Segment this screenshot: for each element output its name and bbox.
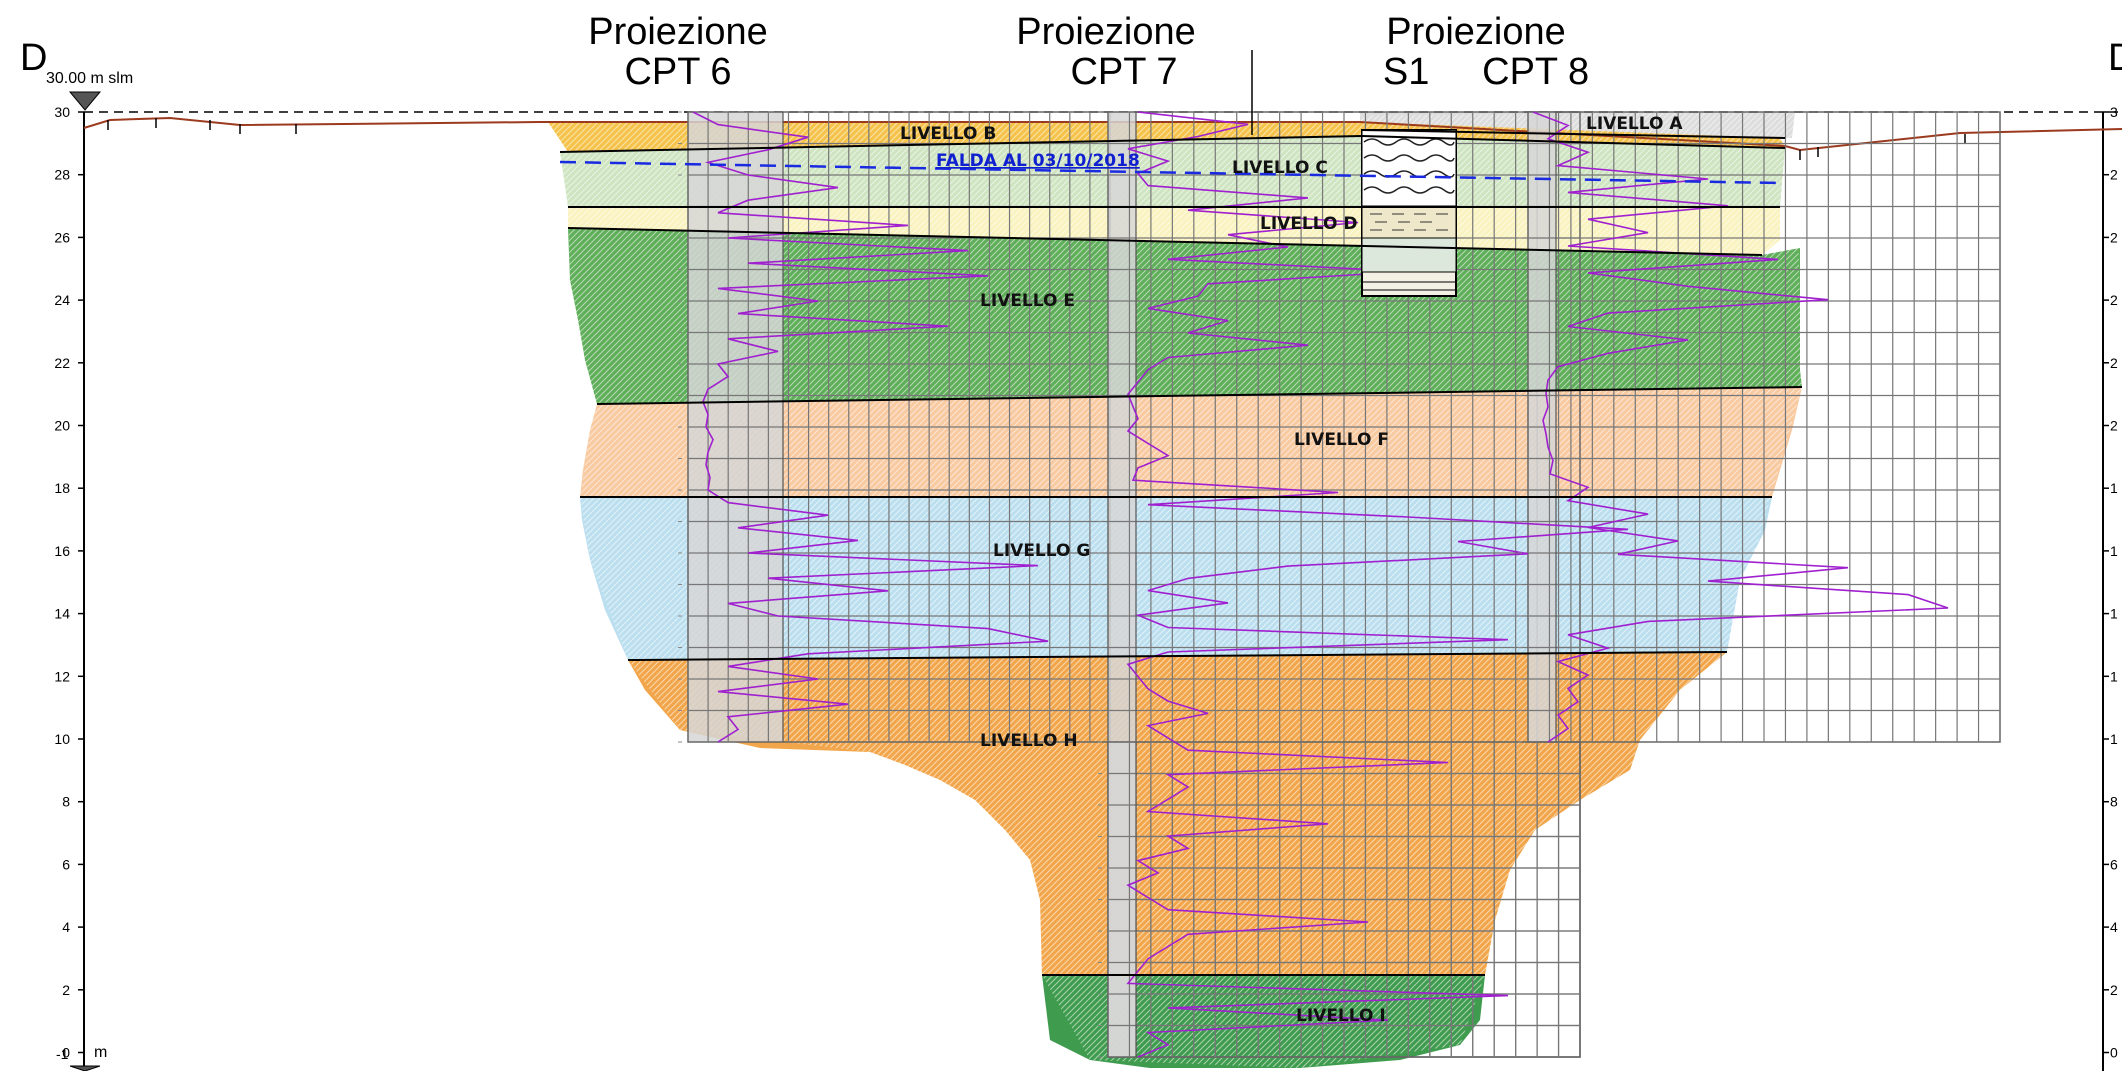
- datum-marker-icon: [68, 91, 102, 111]
- label-livello-g: LIVELLO G: [993, 541, 1090, 561]
- water-table-label: FALDA AL 03/10/2018: [936, 151, 1140, 171]
- projection-cpt6-line2: CPT 6: [624, 51, 731, 93]
- projection-cpt6-line1: Proiezione: [588, 11, 768, 53]
- projection-s1-cpt8-line1: Proiezione: [1386, 11, 1566, 53]
- hatch-overlay: [548, 112, 1802, 1068]
- left-axis-tick-label: 20: [54, 418, 70, 434]
- label-livello-e: LIVELLO E: [980, 291, 1075, 311]
- section-label-left: D: [20, 37, 47, 79]
- left-axis-tick-label: 0: [62, 1045, 70, 1061]
- left-axis-tick-label: 30: [54, 104, 70, 120]
- cpt7-lower-grid: [1107, 741, 1581, 1058]
- label-livello-i: LIVELLO I: [1296, 1006, 1386, 1026]
- ground-ticks: [107, 118, 1966, 160]
- right-axis-tick-label: 1: [2110, 480, 2118, 496]
- left-axis-tick-label: 18: [54, 480, 70, 496]
- right-axis-tick-label: 2: [2110, 292, 2118, 308]
- label-livello-a: LIVELLO A: [1586, 114, 1683, 134]
- left-axis-tick-label: 2: [62, 982, 70, 998]
- right-axis-tick-label: 2: [2110, 418, 2118, 434]
- right-axis-tick-label: 2: [2110, 355, 2118, 371]
- right-axis-tick-label: 2: [2110, 229, 2118, 245]
- left-axis-tick-label: 26: [54, 229, 70, 245]
- right-axis-tick-label: 6: [2110, 856, 2118, 872]
- bottom-axis-label: -1: [56, 1046, 69, 1062]
- ground-profile: [83, 116, 2122, 152]
- bottom-marker-icon: [69, 1065, 101, 1071]
- cpt6-grid: [687, 111, 1111, 743]
- right-axis-tick-label: 2: [2110, 167, 2118, 183]
- layer-boundaries: [559, 129, 1803, 976]
- left-axis-tick-label: 12: [54, 668, 70, 684]
- left-axis-tick-label: 14: [54, 606, 70, 622]
- right-axis-tick-label: 1: [2110, 543, 2118, 559]
- projection-cpt7-line2: CPT 7: [1070, 51, 1177, 93]
- label-livello-f: LIVELLO F: [1294, 430, 1389, 450]
- label-livello-c: LIVELLO C: [1232, 158, 1328, 178]
- right-axis-tick-label: 1: [2110, 668, 2118, 684]
- right-axis-tick-label: 4: [2110, 919, 2118, 935]
- right-axis-tick-label: 8: [2110, 794, 2118, 810]
- right-axis-tick-label: 1: [2110, 606, 2118, 622]
- left-axis-tick-label: 22: [54, 355, 70, 371]
- unit-label: m: [94, 1044, 107, 1061]
- left-axis-tick-label: 24: [54, 292, 70, 308]
- left-axis-tick-label: 8: [62, 794, 70, 810]
- left-axis-tick-label: 10: [54, 731, 70, 747]
- section-label-right: D': [2108, 37, 2122, 79]
- right-axis-tick-label: 0: [2110, 1045, 2118, 1061]
- left-axis-tick-label: 16: [54, 543, 70, 559]
- label-livello-b: LIVELLO B: [900, 124, 996, 144]
- water-table-line: [559, 160, 1781, 185]
- left-axis-tick-label: 6: [62, 856, 70, 872]
- projection-s1-cpt8-line2: S1 CPT 8: [1383, 51, 1589, 93]
- left-axis-tick-label: 4: [62, 919, 70, 935]
- cpt8-profile: [1532, 111, 1949, 743]
- right-axis-tick-label: 1: [2110, 731, 2118, 747]
- left-axis-tick-label: 28: [54, 167, 70, 183]
- datum-label: 30.00 m slm: [46, 70, 133, 87]
- projection-cpt7-line1: Proiezione: [1016, 11, 1196, 53]
- cpt8-grid: [1527, 111, 2001, 743]
- label-livello-d: LIVELLO D: [1260, 214, 1357, 234]
- right-axis-tick-label: 2: [2110, 982, 2118, 998]
- label-livello-h: LIVELLO H: [980, 731, 1078, 751]
- s1-borehole-log: [1361, 129, 1457, 297]
- cpt6-profile: [692, 111, 1049, 743]
